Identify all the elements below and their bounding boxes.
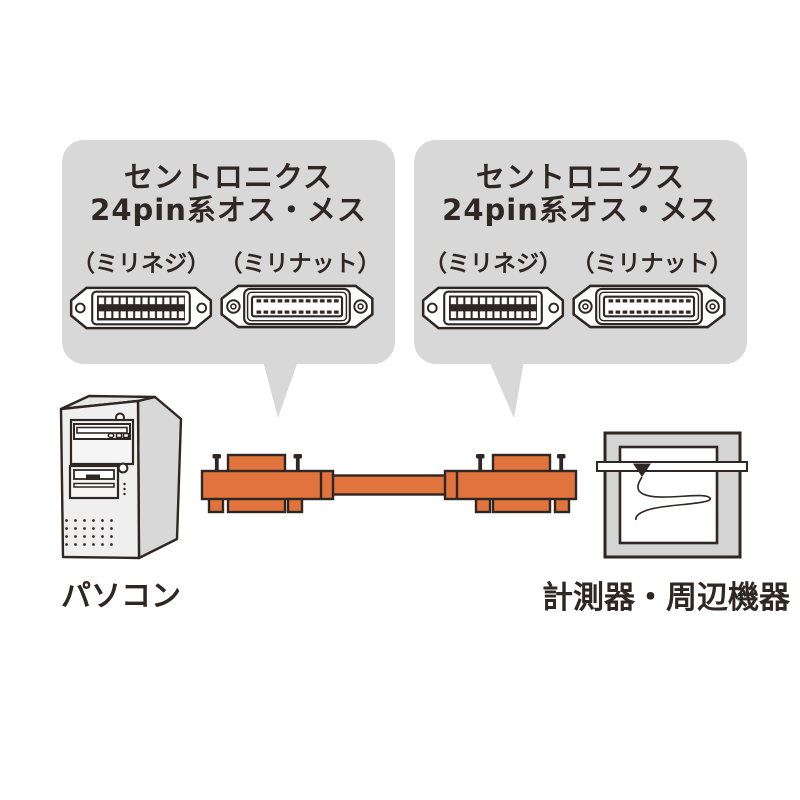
callout-tail-right (489, 361, 524, 418)
callout-title-line1: セントロニクス (475, 160, 686, 194)
male-connector-icon (69, 286, 213, 330)
callout-title-line1: セントロニクス (123, 160, 334, 194)
pc-label: パソコン (61, 579, 181, 614)
pc-tower-illustration (59, 394, 183, 560)
cable-connector-right (443, 452, 578, 514)
pen-carriage-bar (596, 461, 748, 472)
callout-title: セントロニクス 24pin系オス・メス (414, 161, 747, 227)
gpib-cable-illustration (200, 452, 578, 514)
callout-right: セントロニクス 24pin系オス・メス （ミリネジ） （ミリナット） (414, 140, 747, 364)
callout-title: セントロニクス 24pin系オス・メス (62, 161, 395, 227)
pen-icon (633, 463, 651, 477)
callout-tail-left (263, 361, 298, 418)
cable-connector-left (200, 452, 335, 514)
instrument-label: 計測器・周辺機器 (542, 580, 790, 616)
male-connector-icon (421, 286, 565, 330)
callout-left: セントロニクス 24pin系オス・メス （ミリネジ） （ミリナット） (62, 140, 395, 364)
screw-type-label: （ミリネジ） (424, 251, 562, 277)
cable-cord (329, 474, 449, 496)
nut-type-label: （ミリナット） (571, 251, 733, 277)
recorded-trace (635, 476, 711, 521)
female-connector-icon (572, 284, 726, 329)
female-connector-icon (220, 284, 374, 329)
callout-title-line2: 24pin系オス・メス (442, 193, 719, 227)
callout-title-line2: 24pin系オス・メス (90, 193, 367, 227)
screw-type-label: （ミリネジ） (72, 251, 210, 277)
plotter-instrument-illustration (596, 431, 748, 559)
nut-type-label: （ミリナット） (219, 251, 381, 277)
